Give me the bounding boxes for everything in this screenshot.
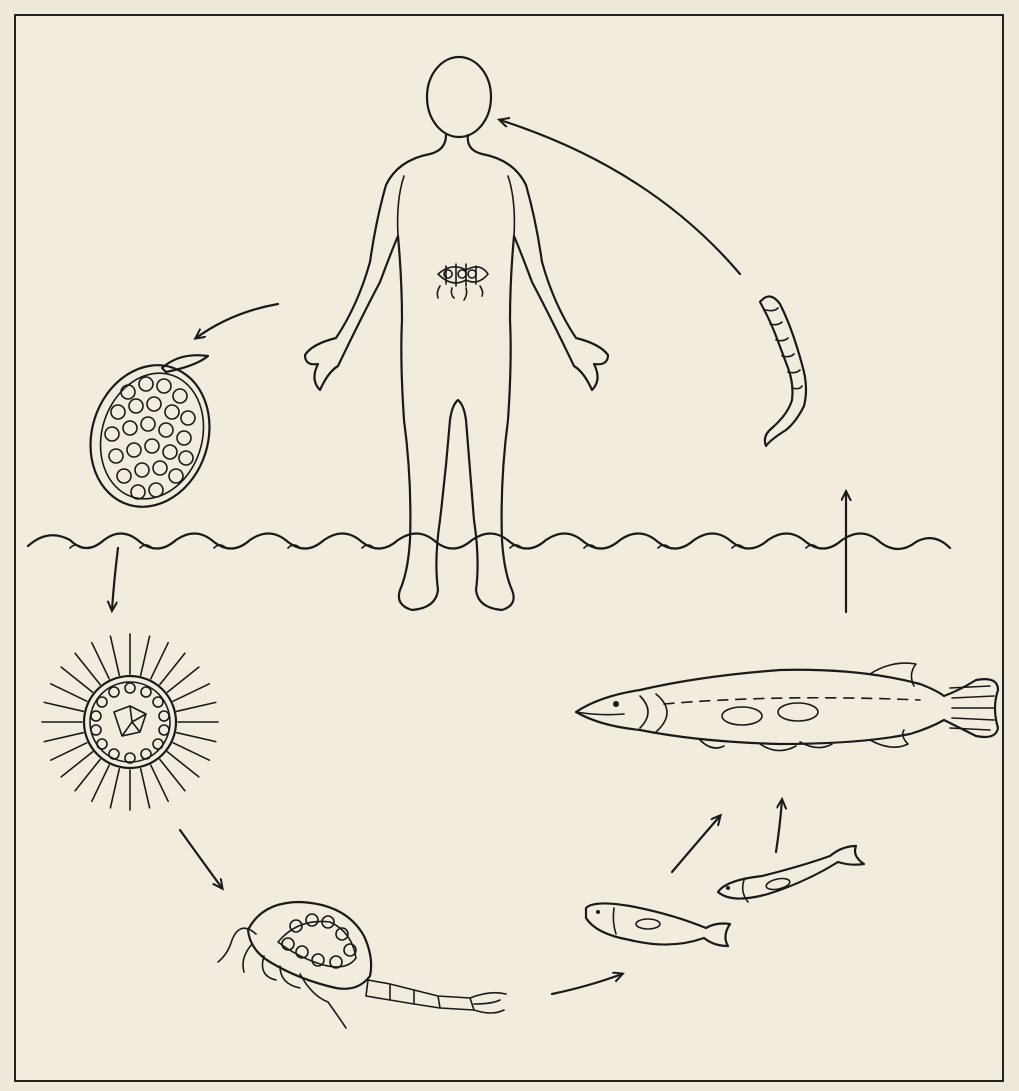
cilium-line xyxy=(141,636,150,675)
cilium-line xyxy=(168,752,199,777)
cilium-line xyxy=(75,760,100,791)
larva-worm-icon xyxy=(760,296,806,446)
arrow-larva-to-copepod xyxy=(180,830,222,888)
arrow-smallfish-to-pike xyxy=(776,800,782,852)
cilium-line xyxy=(44,702,83,711)
cilium-line xyxy=(168,667,199,692)
egg-cell-icon xyxy=(73,350,228,523)
ciliated-larva-icon xyxy=(42,634,218,810)
cilium-line xyxy=(151,765,168,801)
small-fish-icon xyxy=(718,846,864,902)
cilium-line xyxy=(92,765,109,801)
pike-fish-icon xyxy=(576,663,998,750)
cilium-line xyxy=(110,769,119,808)
arrow-smallfish-to-pike xyxy=(672,816,720,872)
cilium-line xyxy=(160,760,185,791)
cilium-line xyxy=(92,643,109,679)
cilium-line xyxy=(61,667,92,692)
small-fish-icon xyxy=(586,903,730,946)
cilium-line xyxy=(44,733,83,742)
cilium-line xyxy=(177,733,216,742)
cilium-line xyxy=(51,684,87,701)
cilium-line xyxy=(110,636,119,675)
human-figure-icon xyxy=(305,57,608,610)
cilium-line xyxy=(160,653,185,684)
arrow-human-to-egg xyxy=(196,304,278,338)
cilium-line xyxy=(173,684,209,701)
cilium-line xyxy=(75,653,100,684)
cilium-line xyxy=(141,769,150,808)
wavy-water-line xyxy=(28,533,950,549)
copepod-icon xyxy=(218,902,506,1028)
cilium-line xyxy=(151,643,168,679)
cilium-line xyxy=(61,752,92,777)
arrow-larva-to-human xyxy=(500,120,740,274)
cilium-line xyxy=(51,743,87,760)
cilium-line xyxy=(177,702,216,711)
arrow-egg-to-larva xyxy=(112,548,118,610)
arrow-copepod-to-smallfish xyxy=(552,974,622,994)
cilium-line xyxy=(173,743,209,760)
